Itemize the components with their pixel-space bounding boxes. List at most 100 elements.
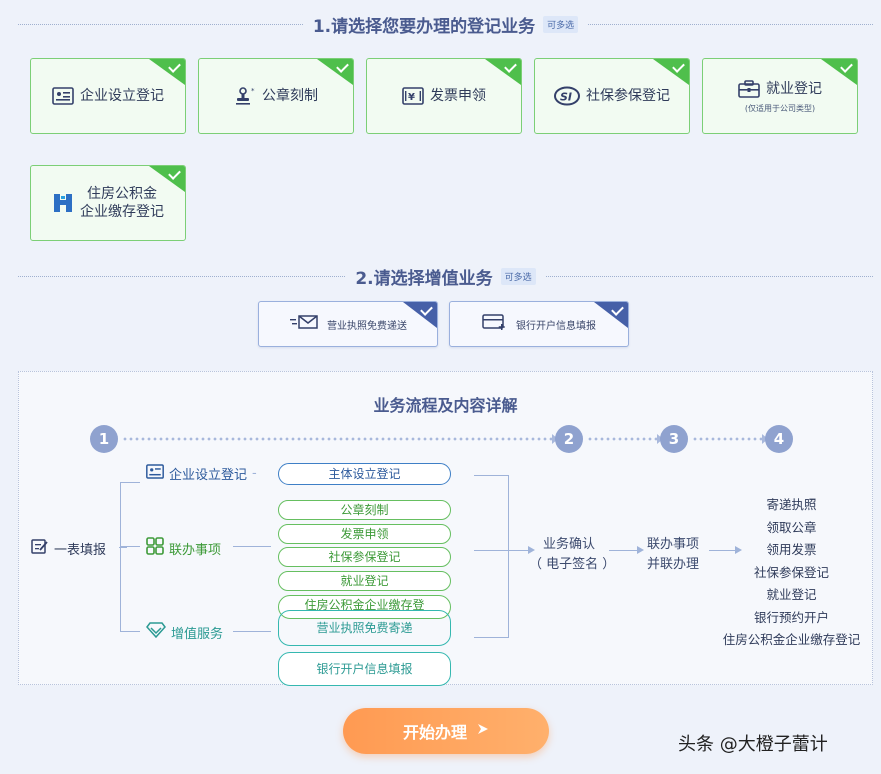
row-joint-items: 联办事项	[146, 537, 221, 559]
service-sublabel: (仅适用于公司类型)	[744, 104, 816, 113]
housing-fund-icon	[52, 192, 74, 214]
pill-main-registration: 主体设立登记	[278, 463, 451, 485]
step-3-badge: 3	[660, 425, 688, 453]
check-icon	[403, 302, 437, 328]
id-card-icon	[52, 85, 74, 107]
step-1-badge: 1	[90, 425, 118, 453]
connector-line	[120, 546, 140, 547]
social-security-icon: SI	[554, 85, 580, 107]
connector-line	[120, 482, 121, 632]
service-label: 社保参保登记	[586, 88, 670, 104]
service-card-invoice-application[interactable]: ¥ 发票申领	[366, 58, 522, 134]
result-item: 社保参保登记	[753, 564, 829, 580]
start-button-label: 开始办理	[402, 725, 467, 742]
result-item: 住房公积金企业缴存登记	[722, 632, 861, 647]
watermark: 头条 @大橙子蕾计	[678, 734, 828, 755]
pill-joint-item: 社保参保登记	[278, 547, 451, 567]
pill-joint-item: 发票申领	[278, 524, 451, 544]
connector-line	[474, 637, 509, 638]
value-service-label: 银行开户信息填报	[516, 320, 596, 332]
service-label: 公章刻制	[262, 88, 318, 104]
fill-form-text: 一表填报	[54, 542, 107, 558]
svg-text:*: *	[251, 87, 255, 95]
service-label: 企业设立登记	[80, 88, 164, 104]
arrow-head-icon	[637, 546, 644, 554]
connector-line	[474, 475, 508, 476]
confirm-line1: 业务确认	[542, 537, 595, 552]
step-connector	[587, 434, 663, 444]
briefcase-icon	[738, 78, 760, 100]
pill-value-item: 营业执照免费寄递	[278, 610, 451, 646]
connector-line	[233, 546, 271, 547]
arrow-line	[609, 550, 639, 551]
joint-line1: 联办事项	[646, 537, 699, 552]
service-card-enterprise-registration[interactable]: 企业设立登记	[30, 58, 186, 134]
arrow-head-icon	[735, 546, 742, 554]
service-card-seal-engraving[interactable]: * 公章刻制	[198, 58, 354, 134]
joint-handling: 联办事项 并联办理	[639, 535, 707, 575]
section-title: 2.请选择增值业务	[355, 268, 493, 289]
value-card-bank-account[interactable]: 银行开户信息填报	[449, 301, 629, 347]
confirm-line2: （ 电子签名 ）	[529, 557, 616, 572]
result-item: 领用发票	[766, 542, 817, 557]
step-4-badge: 4	[765, 425, 793, 453]
pill-value-item: 银行开户信息填报	[278, 652, 451, 686]
service-card-housing-fund[interactable]: 住房公积金 企业缴存登记	[30, 165, 186, 241]
service-label-line2: 企业缴存登记	[80, 204, 164, 220]
service-label: 就业登记	[766, 81, 822, 97]
section-value-added-header: 2.请选择增值业务 可多选	[18, 263, 873, 289]
grid-icon	[146, 537, 164, 559]
result-item: 寄递执照	[766, 497, 817, 512]
process-title: 业务流程及内容详解	[373, 396, 518, 415]
connector-line	[120, 482, 140, 483]
result-item: 就业登记	[766, 587, 817, 602]
arrow-head-icon	[528, 546, 535, 554]
mail-delivery-icon	[289, 314, 319, 334]
process-panel: 业务流程及内容详解 1 2 3 4 一表填报 企业设立登记 - 联办事项 增值服…	[18, 371, 874, 686]
service-card-social-security[interactable]: SI 社保参保登记	[534, 58, 690, 134]
connector-line	[233, 631, 271, 632]
connector-line	[120, 631, 140, 632]
section-title: 1.请选择您要办理的登记业务	[312, 16, 536, 37]
diamond-icon	[146, 622, 166, 642]
joint-line2: 并联办理	[646, 557, 699, 572]
row-label-text: 增值服务	[171, 626, 224, 642]
connector-line	[508, 475, 509, 638]
fill-form-label: 一表填报	[31, 538, 106, 558]
service-card-employment-registration[interactable]: 就业登记 (仅适用于公司类型)	[702, 58, 858, 134]
value-service-label: 营业执照免费递送	[327, 320, 407, 332]
invoice-icon: ¥	[402, 85, 424, 107]
row-label-text: 联办事项	[169, 542, 222, 558]
check-icon	[485, 59, 521, 85]
arrow-right-icon	[477, 722, 489, 740]
result-item: 领取公章	[766, 519, 817, 535]
check-icon	[653, 59, 689, 85]
section-registration-header: 1.请选择您要办理的登记业务 可多选	[18, 11, 873, 37]
connector-line	[119, 547, 127, 548]
result-item: 银行预约开户	[753, 609, 829, 625]
check-icon	[149, 59, 185, 85]
row-label-text: 企业设立登记	[169, 468, 248, 483]
step-connector	[692, 434, 768, 444]
arrow-line	[474, 550, 530, 551]
form-edit-icon	[31, 538, 49, 558]
stamp-icon: *	[234, 85, 256, 107]
id-card-icon	[146, 464, 164, 483]
value-card-license-delivery[interactable]: 营业执照免费递送	[258, 301, 438, 347]
bank-card-icon	[482, 313, 508, 335]
service-label: 发票申领	[430, 88, 486, 104]
step-2-badge: 2	[555, 425, 583, 453]
row-enterprise-registration: 企业设立登记 -	[146, 464, 257, 483]
multi-select-tag: 可多选	[500, 267, 536, 285]
pill-joint-item: 公章刻制	[278, 500, 451, 520]
multi-select-tag: 可多选	[543, 15, 579, 33]
start-button[interactable]: 开始办理	[343, 708, 549, 754]
arrow-line	[709, 550, 737, 551]
service-label: 住房公积金	[87, 186, 157, 202]
check-icon	[149, 166, 185, 192]
check-icon	[594, 302, 628, 328]
pill-joint-item: 住房公积金企业缴存登	[278, 595, 451, 619]
step-connector	[122, 434, 558, 444]
row-value-added: 增值服务	[146, 622, 223, 642]
results-list: 寄递执照 领取公章 领用发票 社保参保登记 就业登记 银行预约开户 住房公积金企…	[709, 494, 874, 652]
